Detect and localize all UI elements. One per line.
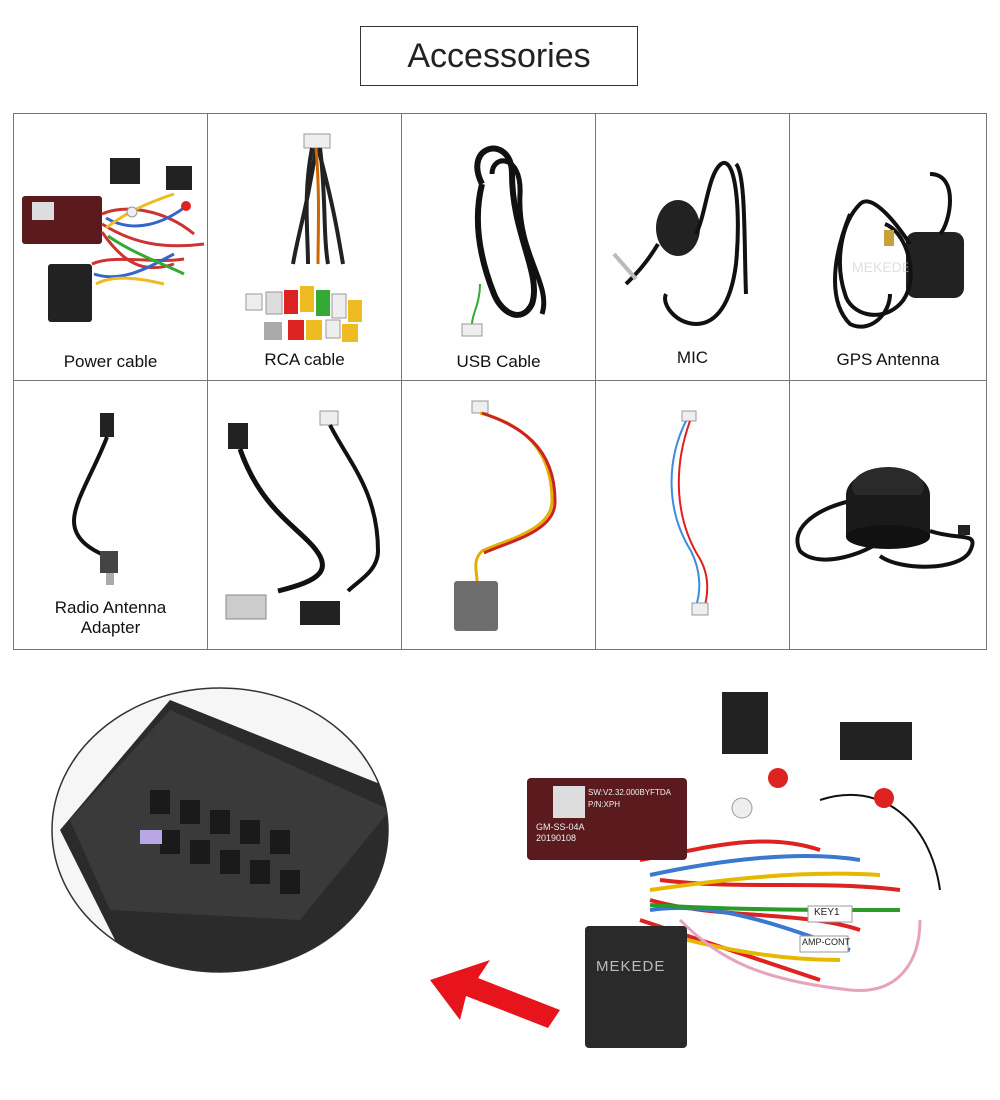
detail-module-line-2: 20190108 (536, 833, 577, 843)
svg-text:MEKEDE: MEKEDE (852, 259, 911, 275)
red-arrow-icon (430, 960, 560, 1028)
detail-module-line-1: GM-SS-04A (536, 822, 585, 832)
page-title: Accessories (360, 26, 638, 86)
accessory-label: GPS Antenna (836, 350, 940, 369)
detail-tag-key: KEY1 (814, 907, 840, 918)
rca-cable-icon (245, 133, 362, 342)
accessory-gps-antenna: MEKEDE GPS Antenna (789, 113, 987, 381)
detail-tag-amp: AMP-CONT (802, 937, 850, 947)
detail-module-line-3: SW:V2.32.000BYFTDA (588, 788, 671, 797)
thin-wire-icon (670, 410, 709, 616)
radio-antenna-adapter-icon (71, 413, 118, 585)
accessory-connector-wire (401, 380, 596, 650)
connector-closeup-icon (51, 687, 941, 1048)
accessory-label: RCA cable (264, 350, 345, 369)
accessory-thin-wire (595, 380, 790, 650)
detail-area: MEKEDE GM-SS-04A 20190108 SW:V2.32.000BY… (0, 660, 1000, 1100)
detail-module-line-4: P/N:XPH (588, 800, 621, 809)
accessory-label: USB Cable (456, 352, 541, 371)
microphone-icon (612, 160, 748, 327)
detail-brand: MEKEDE (596, 958, 666, 975)
accessory-label: Power cable (63, 352, 158, 371)
accessory-label-line2: Adapter (80, 618, 141, 637)
accessory-usb-cable: USB Cable (401, 113, 596, 381)
accessory-rca-cable: RCA cable (207, 113, 402, 381)
connector-wire-icon (454, 400, 557, 631)
power-cable-icon (22, 158, 205, 322)
usb-extension-cables-icon (225, 410, 381, 625)
gps-antenna-icon: MEKEDE (833, 172, 964, 329)
accessory-radio-antenna-adapter: Radio Antenna Adapter (13, 380, 208, 650)
speaker-icon (795, 467, 975, 569)
accessory-speaker (789, 380, 987, 650)
accessory-usb-extension-cables (207, 380, 402, 650)
accessory-label: MIC (676, 348, 709, 367)
usb-cable-icon (461, 145, 547, 337)
accessory-power-cable: Power cable (13, 113, 208, 381)
accessory-mic: MIC (595, 113, 790, 381)
accessory-label: Radio Antenna (54, 598, 167, 617)
